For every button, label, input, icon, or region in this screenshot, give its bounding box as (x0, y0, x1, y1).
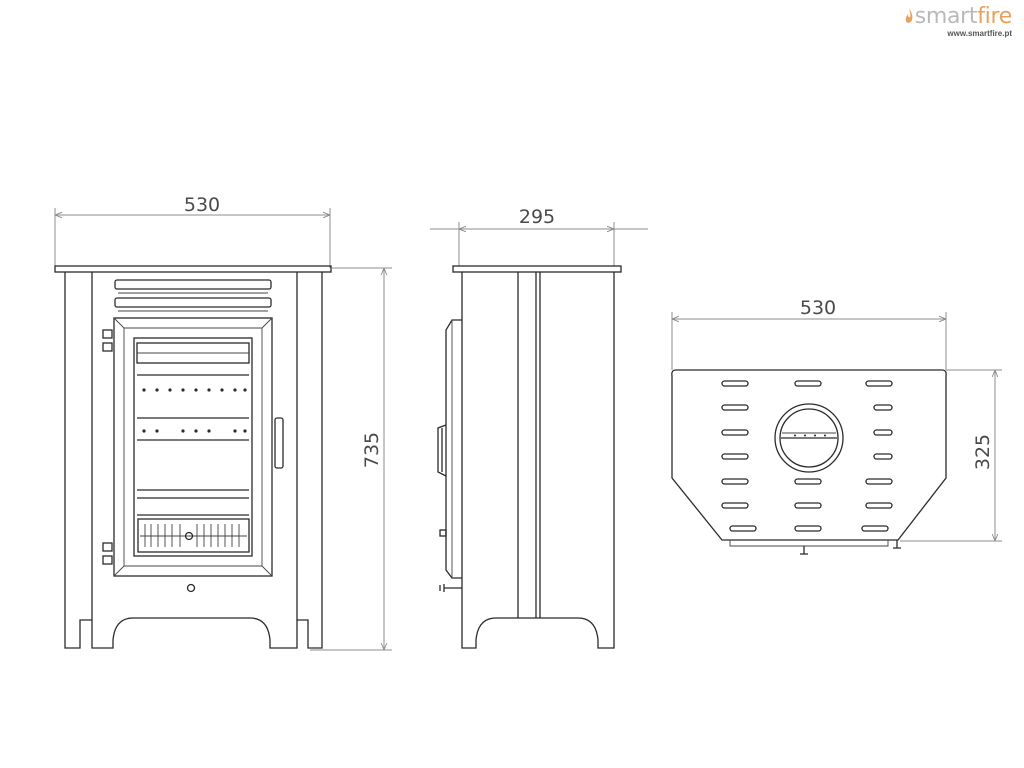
top-width-label: 530 (800, 297, 836, 319)
front-vent-top (114, 279, 272, 290)
door-grate (137, 518, 250, 553)
hinge-top (102, 329, 113, 339)
logo-brand-suffix: fire (977, 4, 1012, 29)
top-view: 530 325 (671, 297, 1002, 555)
side-body-outline (461, 272, 615, 649)
side-depth-dimension: 295 (430, 206, 648, 266)
side-top-plate (452, 265, 622, 273)
top-flue-outlet (774, 403, 844, 473)
side-depth-label: 295 (519, 206, 555, 228)
door-air-holes-row-2 (142, 429, 247, 433)
top-plate-outline (671, 369, 947, 541)
front-width-dimension: 530 (54, 194, 331, 268)
hinge-bottom (102, 542, 113, 552)
smartfire-logo: smartfire www.smartfire.pt (904, 6, 1012, 38)
side-door-profile (445, 319, 462, 579)
top-ash-knob (800, 546, 808, 555)
front-view: 530 735 (54, 194, 392, 651)
top-width-dimension: 530 (671, 297, 947, 370)
top-depth-dimension: 325 (900, 369, 1002, 542)
front-height-dimension: 735 (310, 267, 392, 651)
door-handle (274, 417, 284, 469)
side-door-handle (437, 424, 447, 477)
side-view: 295 (430, 206, 648, 649)
front-width-label: 530 (184, 194, 220, 216)
logo-brand-prefix: smart (914, 4, 978, 29)
door-air-holes-row-1 (142, 388, 247, 392)
front-top-plate (54, 265, 332, 273)
front-vent-bottom (114, 297, 272, 308)
logo-url: www.smartfire.pt (947, 29, 1012, 38)
front-body-outline (64, 272, 323, 649)
front-door (102, 317, 284, 577)
logo-wordmark: smartfire (904, 6, 1012, 28)
front-height-label: 735 (361, 432, 383, 468)
top-vent-slots (721, 380, 893, 532)
top-depth-label: 325 (972, 434, 994, 470)
front-ash-knob (186, 583, 196, 593)
side-ash-knob (439, 584, 462, 592)
flame-icon (905, 8, 913, 23)
